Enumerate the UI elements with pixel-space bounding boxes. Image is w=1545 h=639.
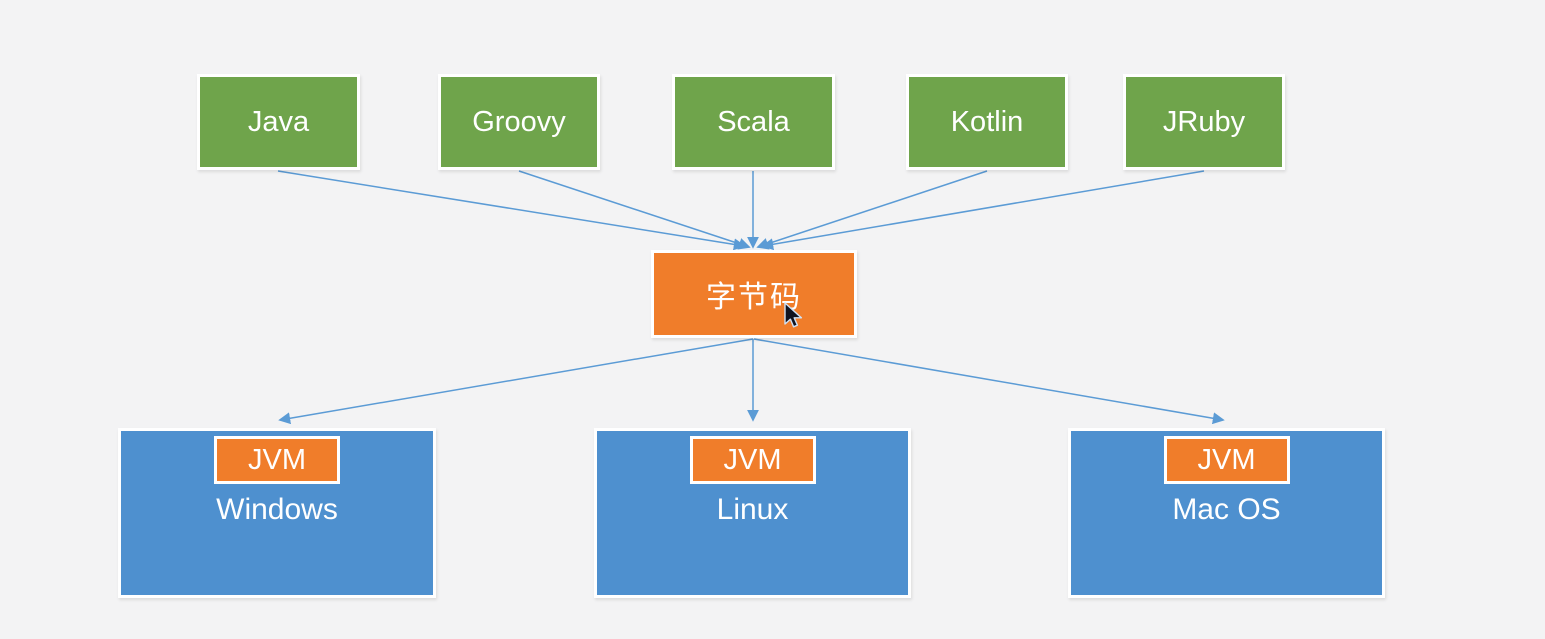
arrow-bytecode-to-windows [278, 338, 754, 425]
os-label-linux: Linux [716, 493, 789, 526]
language-box-jruby: JRuby [1123, 74, 1285, 170]
language-box-scala: Scala [672, 74, 835, 170]
platform-box-linux: JVM Linux [594, 428, 911, 598]
jvm-box-windows: JVM [214, 436, 340, 484]
language-label-groovy: Groovy [472, 105, 566, 138]
jvm-label: JVM [248, 443, 306, 476]
language-label-jruby: JRuby [1162, 105, 1246, 138]
os-label-macos: Mac OS [1172, 493, 1281, 526]
platform-box-windows: JVM Windows [118, 428, 436, 598]
jvm-box-linux: JVM [689, 436, 816, 484]
platform-box-macos: JVM Mac OS [1068, 428, 1385, 598]
jvm-label: JVM [1197, 443, 1256, 476]
language-box-kotlin: Kotlin [906, 74, 1068, 170]
arrow-bytecode-to-macos [753, 338, 1225, 425]
arrow-jruby-to-bytecode [761, 170, 1205, 251]
arrow-kotlin-to-bytecode [756, 170, 988, 250]
language-box-java: Java [197, 74, 360, 170]
language-label-java: Java [247, 105, 310, 138]
bytecode-box: 字节码 [651, 250, 857, 338]
jvm-box-macos: JVM [1163, 436, 1290, 484]
os-label-windows: Windows [216, 493, 338, 526]
bytecode-label: 字节码 [706, 281, 802, 314]
arrow-java-to-bytecode [277, 170, 746, 251]
arrow-groovy-to-bytecode [518, 170, 751, 250]
jvm-label: JVM [723, 443, 782, 476]
language-box-groovy: Groovy [438, 74, 600, 170]
language-label-kotlin: Kotlin [950, 105, 1024, 138]
language-label-scala: Scala [717, 105, 790, 138]
